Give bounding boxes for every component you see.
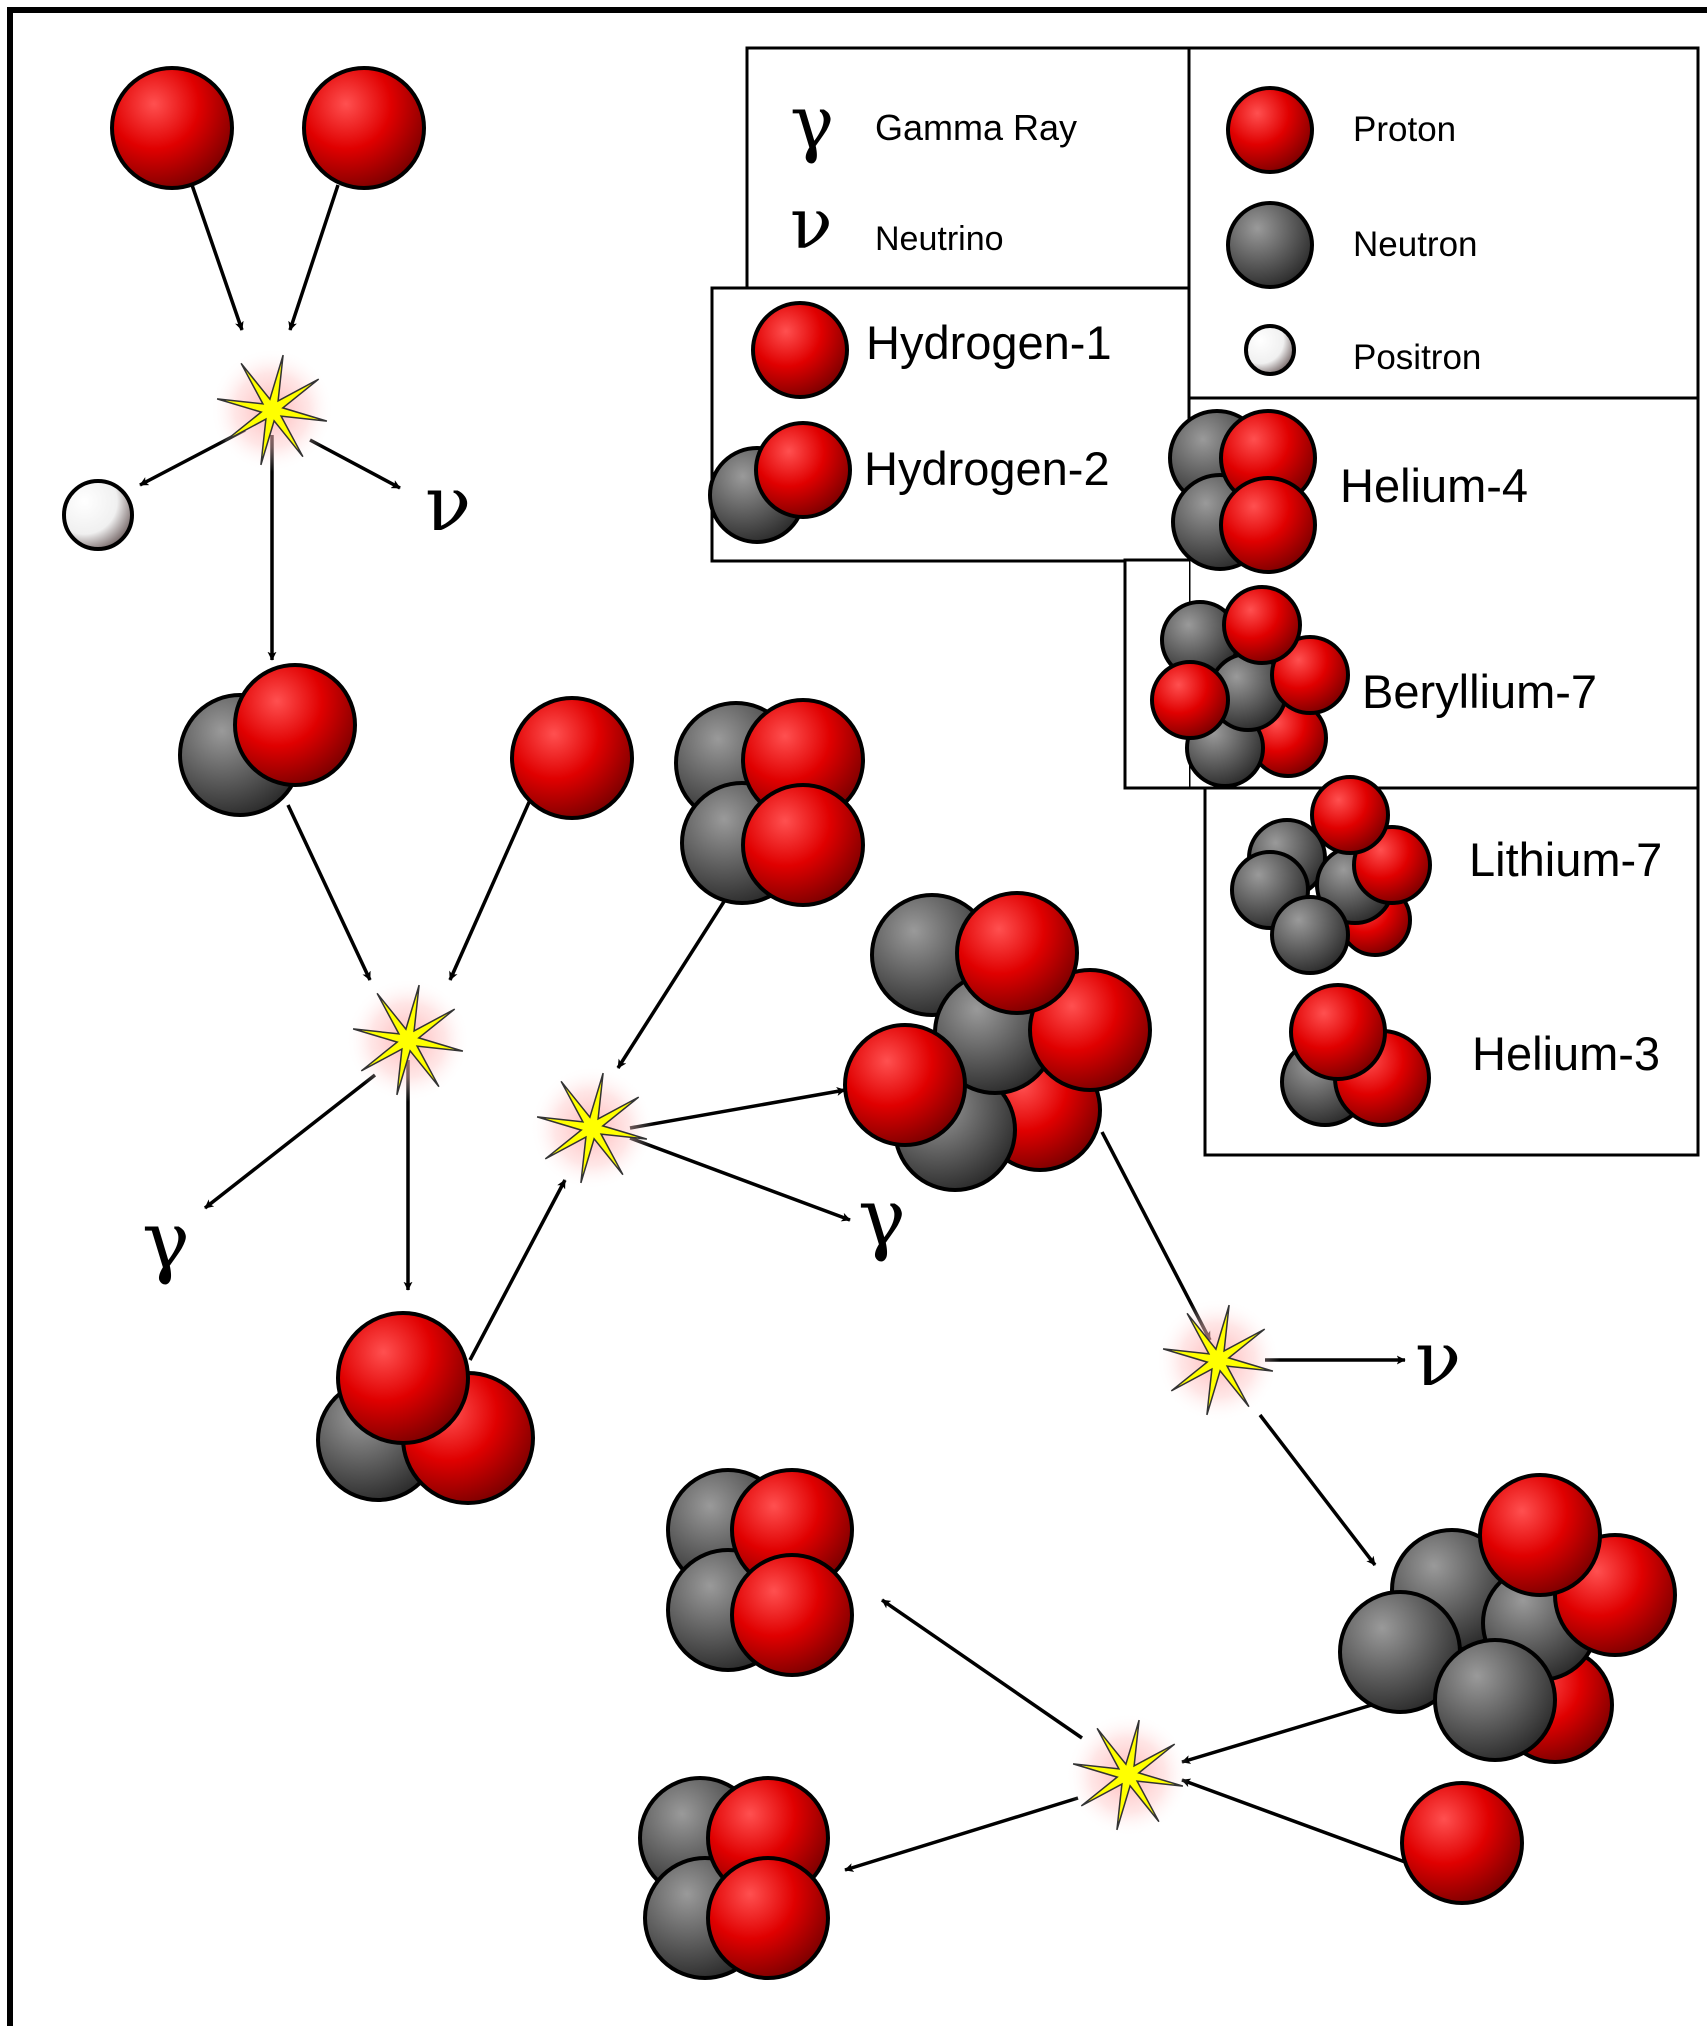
- outer-frame: [7, 7, 1707, 2031]
- proton: [233, 663, 357, 787]
- arrow-flash1-to-neutrino: [309, 438, 401, 490]
- lithium-7: [1338, 1473, 1677, 1764]
- proton: [510, 696, 634, 820]
- helium-3: [316, 1311, 535, 1505]
- legend-helium3-icon: [1280, 983, 1431, 1127]
- proton: [1270, 635, 1350, 715]
- legend-hydrogen1-label: Hydrogen-1: [866, 316, 1112, 369]
- legend-neutrino-symbol: ν: [790, 183, 833, 265]
- legend-hydrogen1-icon: [751, 301, 849, 399]
- legend-helium4-icon: [1168, 409, 1317, 574]
- positron: [62, 479, 134, 551]
- proton: [1400, 1781, 1524, 1905]
- proton: [1222, 585, 1302, 665]
- particles: [62, 66, 1677, 1980]
- legend-hydrogen2-label: Hydrogen-2: [864, 442, 1110, 495]
- proton: [955, 891, 1079, 1015]
- helium-4-b: [666, 1468, 854, 1677]
- gamma-symbol-2: γ: [858, 1171, 906, 1264]
- proton: [336, 1311, 470, 1445]
- helium-4-a: [674, 698, 865, 907]
- arrow-h1a-to-flash1: [190, 184, 244, 331]
- proton: [706, 1856, 830, 1980]
- arrow-flash2-to-gamma: [203, 1073, 377, 1210]
- legend-box-extension-border: [1123, 558, 1189, 790]
- legend-beryllium7-icon: [1150, 585, 1350, 788]
- neutron: [1433, 1638, 1557, 1762]
- arrow-flash5-to-he4b: [844, 1796, 1079, 1872]
- neutrino-symbol-2: ν: [1415, 1314, 1461, 1403]
- proton: [730, 1553, 854, 1677]
- arrow-li7-to-flash5: [1181, 1696, 1396, 1764]
- proton: [741, 783, 865, 907]
- reaction-flashes: [210, 348, 1280, 1837]
- hydrogen-1-a: [110, 66, 234, 190]
- positron: [1244, 324, 1296, 376]
- arrow-he4-to-flash3: [616, 899, 727, 1069]
- legend-gamma-label: Gamma Ray: [875, 107, 1077, 148]
- neutron: [1226, 201, 1314, 289]
- arrow-h1d-to-flash5: [1181, 1778, 1406, 1864]
- proton: [1150, 660, 1230, 740]
- arrow-flash3-to-be7: [629, 1087, 846, 1130]
- hydrogen-1-b: [302, 66, 426, 190]
- helium-4-c: [638, 1776, 830, 1980]
- legend-neutron-icon: [1226, 201, 1314, 289]
- legend-hydrogen2-icon: [708, 421, 852, 544]
- arrow-h1b-to-flash1: [288, 184, 340, 331]
- flash-5: [1066, 1713, 1190, 1837]
- legend-positron-icon: [1244, 324, 1296, 376]
- arrow-flash5-to-he4a: [881, 1598, 1083, 1740]
- positron: [62, 479, 134, 551]
- flash-1: [210, 348, 334, 472]
- proton: [302, 66, 426, 190]
- arrow-h2-to-flash2: [286, 804, 372, 981]
- flash-3: [530, 1066, 654, 1190]
- hydrogen-2: [178, 663, 357, 817]
- legend-proton-icon: [1226, 86, 1314, 174]
- proton: [1289, 983, 1387, 1081]
- neutron: [1270, 895, 1350, 975]
- beryllium-7: [843, 891, 1152, 1192]
- proton: [1478, 1473, 1602, 1597]
- arrow-flash4-to-li7: [1258, 1413, 1377, 1567]
- neutrino-symbol-1: ν: [425, 459, 471, 548]
- proton: [110, 66, 234, 190]
- flash-4: [1156, 1298, 1280, 1422]
- proton: [1028, 968, 1152, 1092]
- legend-beryllium7-label: Beryllium-7: [1362, 665, 1597, 718]
- legend-helium3-label: Helium-3: [1472, 1027, 1660, 1080]
- gamma-symbol-1: γ: [142, 1194, 190, 1287]
- proton: [1226, 86, 1314, 174]
- proton: [1310, 775, 1390, 855]
- legend-positron-label: Positron: [1353, 338, 1481, 377]
- arrow-h1c-to-flash2: [448, 799, 532, 981]
- arrow-he3-to-flash3: [468, 1179, 567, 1361]
- proton: [754, 421, 852, 519]
- proton: [1219, 476, 1317, 574]
- legend-proton-label: Proton: [1353, 110, 1456, 149]
- hydrogen-1-d: [1400, 1781, 1524, 1905]
- flash-2: [346, 978, 470, 1102]
- legend-neutrino-label: Neutrino: [875, 220, 1004, 258]
- legend-particle-icons: [708, 86, 1432, 1127]
- arrow-flash3-to-gamma: [629, 1136, 851, 1222]
- proton: [751, 301, 849, 399]
- legend-lithium7-icon: [1230, 775, 1432, 975]
- legend-gamma-symbol: γ: [790, 80, 834, 166]
- legend-lithium7-label: Lithium-7: [1469, 833, 1662, 886]
- hydrogen-1-c: [510, 696, 634, 820]
- legend-helium4-label: Helium-4: [1340, 459, 1528, 512]
- proton: [843, 1023, 967, 1147]
- reaction-arrows: [139, 184, 1406, 1872]
- legend-neutron-label: Neutron: [1353, 225, 1478, 264]
